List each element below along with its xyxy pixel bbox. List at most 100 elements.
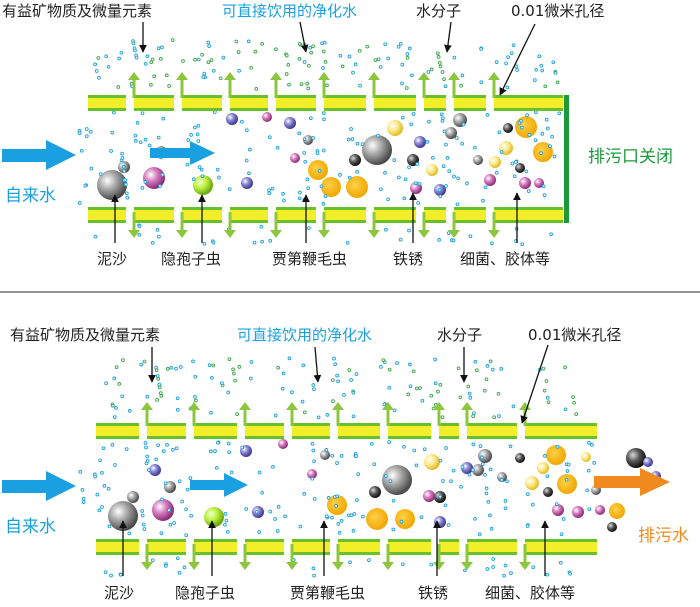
- water-molecule: [287, 356, 292, 361]
- water-molecule: [221, 55, 226, 60]
- water-molecule: [379, 365, 383, 369]
- membrane-edge: [388, 539, 431, 542]
- water-molecule: [499, 367, 504, 371]
- water-molecule: [548, 144, 552, 149]
- water-molecule: [396, 44, 401, 49]
- membrane-segment: [454, 95, 486, 111]
- membrane-edge: [147, 436, 186, 439]
- label-bacteria-colloids: 细菌、胶体等: [485, 584, 575, 602]
- water-molecule: [140, 513, 145, 518]
- water-molecule: [355, 169, 359, 174]
- water-molecule: [347, 175, 352, 180]
- membrane-edge: [88, 108, 126, 111]
- membrane-edge: [194, 436, 237, 439]
- water-molecule: [334, 504, 338, 508]
- water-molecule: [142, 527, 147, 531]
- membrane-edge: [494, 95, 563, 98]
- water-molecule: [98, 172, 103, 176]
- water-molecule: [299, 82, 304, 86]
- water-molecule: [77, 201, 82, 205]
- water-molecule: [463, 568, 467, 573]
- bacteria-particle: [484, 174, 496, 186]
- water-molecule: [420, 398, 425, 403]
- water-molecule: [168, 522, 173, 527]
- water-molecule: [544, 379, 549, 383]
- water-molecule: [563, 407, 568, 412]
- membrane-edge: [96, 552, 139, 555]
- water-molecule: [156, 135, 161, 140]
- panel-outlet-closed: 有益矿物质及微量元素 可直接饮用的净化水 水分子 0.01微米孔径 自来水 排污…: [2, 2, 673, 268]
- water-molecule: [472, 411, 476, 416]
- membrane-segment: [338, 423, 380, 439]
- membrane-segment: [324, 207, 366, 223]
- water-molecule: [193, 125, 197, 130]
- water-molecule: [441, 479, 445, 483]
- water-molecule: [340, 64, 345, 69]
- water-molecule: [447, 169, 452, 173]
- water-molecule: [93, 62, 97, 67]
- water-molecule: [534, 67, 539, 72]
- water-molecule: [236, 50, 241, 54]
- water-molecule: [133, 139, 138, 143]
- membrane-edge: [324, 95, 366, 98]
- permeate-arrowhead: [332, 402, 344, 410]
- permeate-arrows: [128, 72, 500, 238]
- water-molecule: [167, 84, 171, 88]
- water-molecule: [431, 155, 435, 160]
- water-molecule: [158, 184, 162, 188]
- water-molecule: [466, 384, 471, 389]
- membrane-edge: [324, 220, 366, 223]
- label-giardia: 贾第鞭毛虫: [290, 584, 365, 602]
- water-molecule: [196, 139, 201, 143]
- label-drain-water: 排污水: [638, 526, 689, 546]
- water-molecule: [512, 174, 517, 179]
- water-molecule: [429, 67, 434, 72]
- water-molecule: [207, 44, 211, 48]
- water-molecule: [249, 360, 254, 364]
- water-molecule: [127, 531, 132, 536]
- membrane-edge: [182, 95, 222, 98]
- water-molecule: [402, 444, 406, 449]
- membrane-edge: [525, 423, 597, 426]
- water-molecule: [400, 115, 405, 120]
- membrane-edge: [454, 220, 486, 223]
- water-molecule: [233, 378, 237, 383]
- water-molecule: [405, 52, 410, 56]
- water-molecule: [175, 396, 180, 401]
- bacteria-particle: [262, 112, 272, 122]
- water-molecule: [407, 46, 412, 51]
- water-molecule: [321, 148, 326, 153]
- water-molecule: [323, 60, 328, 64]
- water-molecule: [81, 497, 86, 501]
- water-molecule: [452, 174, 456, 179]
- water-molecule: [123, 178, 128, 182]
- water-molecule: [310, 476, 315, 481]
- water-molecule: [145, 54, 150, 59]
- water-molecule: [84, 134, 89, 138]
- water-molecule: [209, 58, 214, 62]
- membrane-segment: [194, 539, 237, 555]
- water-molecule: [274, 47, 278, 52]
- water-molecule: [246, 39, 251, 44]
- water-molecule: [440, 119, 445, 123]
- water-molecule: [282, 198, 286, 203]
- water-molecule: [345, 240, 350, 245]
- water-molecule: [216, 440, 220, 445]
- water-molecule: [545, 474, 550, 479]
- water-molecule: [508, 444, 513, 449]
- membrane-segment: [439, 539, 459, 555]
- water-molecule: [546, 400, 551, 405]
- water-molecule: [460, 73, 465, 78]
- membrane-edge: [424, 207, 446, 210]
- water-molecule: [121, 164, 126, 169]
- water-molecule: [271, 465, 275, 469]
- water-molecule: [237, 365, 242, 369]
- water-molecule: [117, 56, 121, 61]
- water-molecule: [215, 167, 220, 172]
- water-molecule: [160, 172, 165, 177]
- water-molecule: [223, 512, 228, 516]
- water-molecule: [321, 202, 326, 206]
- water-molecule: [193, 374, 198, 379]
- water-molecule: [297, 41, 302, 46]
- water-molecule: [539, 63, 544, 68]
